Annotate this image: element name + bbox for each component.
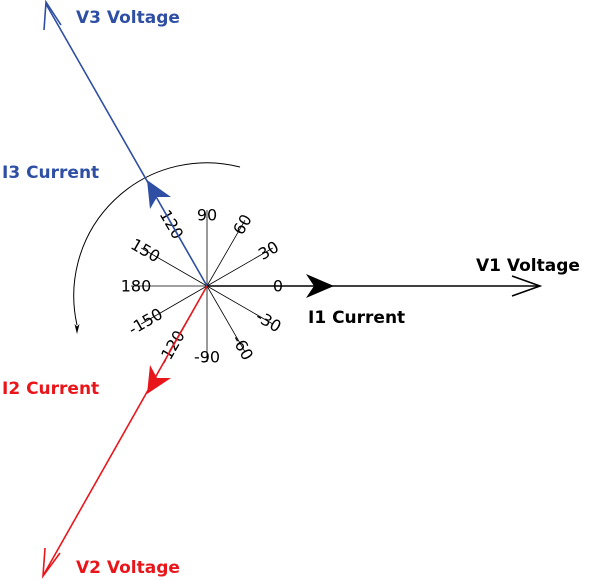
i2-current-arrowhead <box>147 365 171 394</box>
phase-3: V3 Voltage I3 Current <box>2 0 208 287</box>
phase-2: I2 Current V2 Voltage <box>2 285 208 579</box>
rotation-arrow <box>73 162 241 334</box>
angle-spoke <box>206 285 246 353</box>
angle-spoke <box>140 285 208 325</box>
angle-label: -150 <box>125 304 166 339</box>
i2-current-label: I2 Current <box>2 379 99 399</box>
angle-label: -60 <box>228 331 258 363</box>
v2-voltage-label: V2 Voltage <box>76 558 180 578</box>
v1-voltage-label: V1 Voltage <box>476 256 580 276</box>
v2-voltage-line <box>43 285 208 575</box>
rotation-arrowhead <box>74 324 80 334</box>
angle-label: -30 <box>252 307 284 337</box>
i1-current-label: I1 Current <box>308 308 405 328</box>
angle-label: -90 <box>194 348 220 367</box>
i1-current-arrowhead <box>306 274 334 298</box>
angle-spoke <box>206 285 274 325</box>
angle-label: 30 <box>255 237 282 264</box>
angle-label: 180 <box>121 277 152 296</box>
phase-1: V1 Voltage I1 Current <box>207 256 580 328</box>
v3-voltage-label: V3 Voltage <box>76 8 180 28</box>
i3-current-label: I3 Current <box>2 163 99 183</box>
v2-voltage-arrowhead <box>42 547 61 579</box>
angle-label: 60 <box>229 211 256 238</box>
i3-current-arrowhead <box>147 180 171 209</box>
angle-label: 90 <box>197 206 217 225</box>
v1-voltage-arrowhead <box>511 275 543 297</box>
v3-voltage-line <box>45 3 208 287</box>
angle-spoke <box>140 247 208 287</box>
angle-spoke <box>206 219 246 287</box>
v3-voltage-arrowhead <box>43 0 62 31</box>
angle-label: 150 <box>128 235 164 267</box>
angle-spoke <box>206 247 274 287</box>
rotation-arc <box>73 162 241 326</box>
